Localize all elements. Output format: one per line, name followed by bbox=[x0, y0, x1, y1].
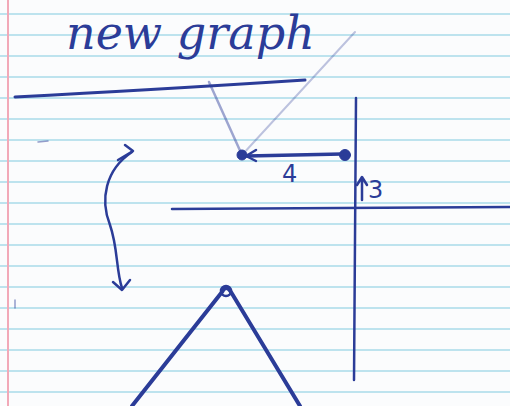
margin-line bbox=[7, 0, 9, 406]
title-underline bbox=[15, 80, 305, 97]
dimension-label: 3 bbox=[368, 176, 383, 205]
flip-arrowhead-top bbox=[118, 145, 133, 160]
shift-line bbox=[247, 154, 342, 156]
flip-arrow bbox=[105, 152, 132, 288]
flip-arrowhead-bottom bbox=[113, 280, 130, 290]
y-axis bbox=[354, 98, 356, 380]
faint-v-left bbox=[209, 82, 242, 155]
x-axis bbox=[172, 207, 510, 209]
inverted-v bbox=[132, 288, 300, 406]
dimension-label: 4 bbox=[282, 160, 297, 189]
stray-mark bbox=[14, 300, 16, 308]
up-arrow bbox=[357, 177, 367, 200]
shift-arrowhead bbox=[246, 150, 256, 161]
page-title: new graph bbox=[66, 6, 315, 61]
stray-mark bbox=[38, 141, 48, 142]
apex-scribble bbox=[221, 286, 231, 296]
